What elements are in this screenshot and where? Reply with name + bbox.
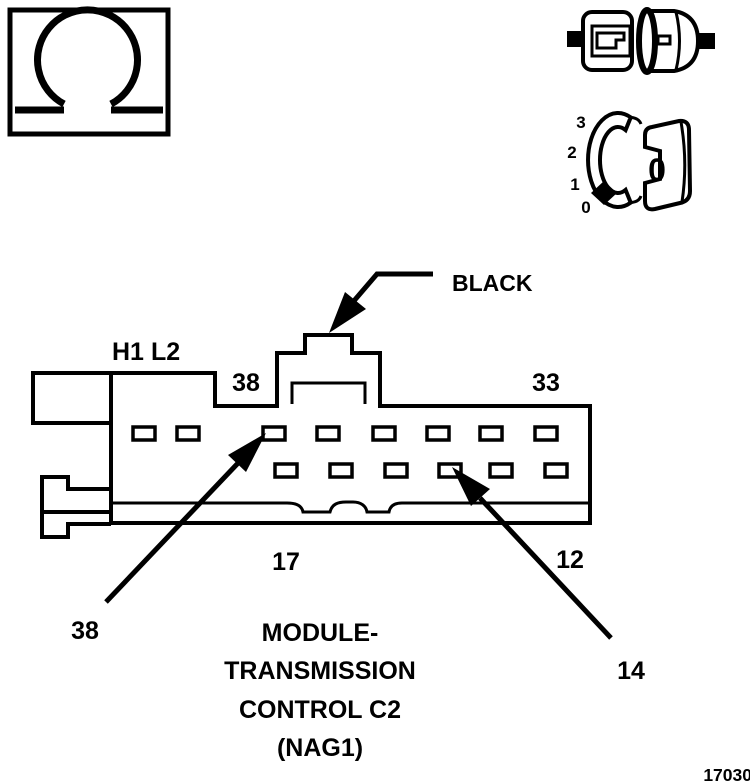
pin-17 [273,462,299,479]
callout-arrow-38 [104,433,266,604]
pin-row-upper [131,425,559,442]
connector-left-bracket [40,475,111,539]
left-wire-stub [567,31,584,47]
callout-label-14: 14 [617,657,645,685]
female-terminal-seam [674,11,681,71]
terminal-seal-ring [636,7,658,75]
callout-label-38: 38 [71,617,99,645]
right-wire-stub [698,33,715,49]
callout-38-line [104,459,242,604]
dial-plate-edge [679,121,687,203]
dial-scale-0: 0 [581,198,590,217]
pin-label-38-top: 38 [232,369,260,397]
pin-l2 [175,425,201,442]
callout-14-line [478,496,613,640]
callout-14-arrowhead-icon [452,467,490,506]
dial-wheel-rim [630,115,643,205]
pin-33 [533,425,559,442]
terminal-pair-icon [567,7,715,75]
male-terminal-blade [595,31,626,50]
omega-arc [34,6,141,108]
lock-tab-inner [290,381,367,404]
pin-38 [261,425,287,442]
black-arrowhead-icon [329,292,366,333]
callout-arrow-14 [452,467,613,640]
pin-16 [328,462,354,479]
caption-line-4: (NAG1) [277,734,363,762]
connector-body [109,333,592,525]
dial-scale-1: 1 [570,175,579,194]
dial-hub-label: 0 [648,152,666,188]
ohmmeter-box [7,7,171,137]
callout-38-arrowhead-icon [228,433,266,472]
pin-36 [371,425,397,442]
connector-left-tab [31,371,113,425]
dial-indicator-icon: 3 2 1 0 0 [567,111,693,217]
pin-37 [315,425,341,442]
pin-13 [488,462,514,479]
figure-number: 17030 [703,765,750,783]
pin-15 [383,462,409,479]
pin-label-h1: H1 [112,338,144,366]
female-terminal-slot [656,34,672,46]
caption-line-3: CONTROL C2 [239,696,401,724]
connector-color-label: BLACK [452,270,533,296]
connector-caption: MODULE- TRANSMISSION CONTROL C2 (NAG1) [224,619,416,762]
black-leader-arrow [329,271,433,333]
pin-label-17: 17 [272,548,300,576]
caption-line-1: MODULE- [262,619,379,647]
dial-wheel [586,111,634,209]
pin-label-l2: L2 [151,338,180,366]
dial-pointer-diamond [591,181,617,205]
pin-h1 [131,425,157,442]
black-leader-line [351,271,433,304]
pin-35 [425,425,451,442]
pin-label-12: 12 [556,546,584,574]
dial-plate [643,118,693,212]
pin-34 [478,425,504,442]
ohmmeter-symbol-icon [7,6,171,137]
pin-label-33: 33 [532,369,560,397]
caption-line-2: TRANSMISSION [224,657,416,685]
connector-diagram [31,333,592,539]
dial-scale-3: 3 [576,113,585,132]
connector-flange-line [111,500,588,514]
pin-12 [543,462,569,479]
dial-scale-2: 2 [567,143,576,162]
